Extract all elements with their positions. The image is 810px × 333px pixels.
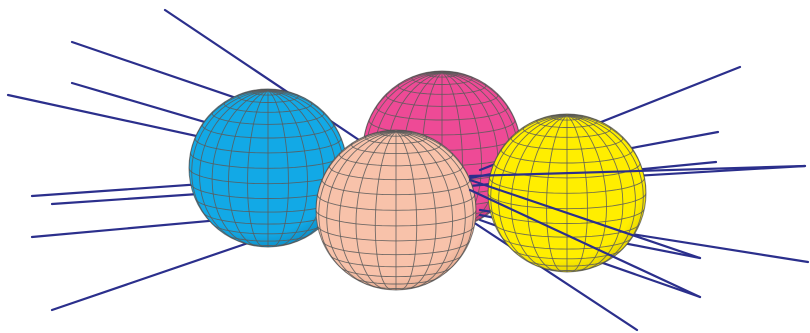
scene-layer bbox=[8, 10, 808, 330]
sphere-peach bbox=[316, 130, 476, 290]
